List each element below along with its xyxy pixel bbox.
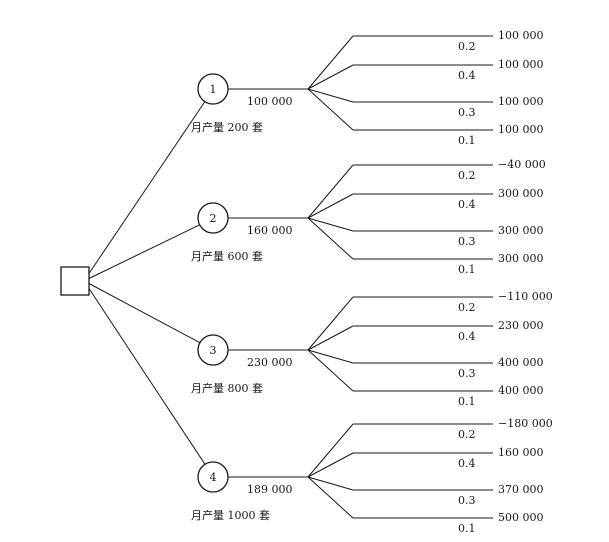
outcome-probability: 0.2 — [458, 428, 476, 441]
outcome-payoff: 100 000 — [498, 123, 544, 136]
outcome-payoff: 300 000 — [498, 224, 544, 237]
outcome-probability: 0.4 — [458, 69, 476, 82]
outcome-probability: 0.2 — [458, 169, 476, 182]
outcome-probability: 0.2 — [458, 301, 476, 314]
outcome-payoff: 300 000 — [498, 187, 544, 200]
outcome-branch-line — [307, 64, 354, 90]
chance-node-number: 3 — [210, 344, 217, 357]
decision-node-box — [60, 266, 90, 296]
outcome-branch-line — [307, 325, 354, 351]
expected-value-label: 230 000 — [247, 356, 293, 369]
outcome-payoff: 100 000 — [498, 95, 544, 108]
expected-value-label: 189 000 — [247, 483, 293, 496]
expected-value-label: 100 000 — [247, 95, 293, 108]
chance-node-number: 1 — [210, 83, 217, 96]
outcome-payoff: 160 000 — [498, 446, 544, 459]
outcome-payoff: 400 000 — [498, 384, 544, 397]
expected-value-label: 160 000 — [247, 224, 293, 237]
decision-edge — [88, 283, 201, 344]
option-label: 月产量 800 套 — [191, 381, 263, 395]
option-label: 月产量 200 套 — [191, 120, 263, 134]
decision-edge — [88, 101, 206, 274]
outcome-branch-line — [307, 35, 354, 90]
outcome-payoff: 370 000 — [498, 483, 544, 496]
outcome-payoff: 100 000 — [498, 58, 544, 71]
outcome-branch-line — [307, 217, 354, 260]
outcome-payoff: −110 000 — [498, 290, 553, 303]
outcome-probability: 0.3 — [458, 494, 476, 507]
decision-edge — [88, 288, 206, 465]
outcome-probability: 0.3 — [458, 367, 476, 380]
outcome-payoff: 300 000 — [498, 252, 544, 265]
outcome-payoff: −40 000 — [498, 158, 546, 171]
outcome-branch-line — [307, 296, 354, 351]
outcome-probability: 0.3 — [458, 106, 476, 119]
outcome-probability: 0.4 — [458, 330, 476, 343]
outcome-probability: 0.1 — [458, 134, 476, 147]
option-label: 月产量 1000 套 — [191, 508, 270, 522]
outcome-branch-line — [307, 193, 354, 219]
outcome-branch-line — [307, 349, 354, 392]
outcome-probability: 0.4 — [458, 198, 476, 211]
outcome-branch-line — [307, 164, 354, 219]
outcome-probability: 0.1 — [458, 522, 476, 535]
outcome-probability: 0.3 — [458, 235, 476, 248]
outcome-payoff: 100 000 — [498, 29, 544, 42]
outcome-payoff: 500 000 — [498, 511, 544, 524]
chance-node-number: 4 — [210, 471, 217, 484]
outcome-branch-line — [307, 349, 354, 364]
outcome-branch-line — [307, 476, 354, 519]
outcome-payoff: 230 000 — [498, 319, 544, 332]
outcome-branch-line — [307, 423, 354, 478]
outcome-branch-line — [307, 452, 354, 478]
outcome-payoff: −180 000 — [498, 417, 553, 430]
outcome-branch-line — [307, 88, 354, 103]
outcome-probability: 0.2 — [458, 40, 476, 53]
outcome-payoff: 400 000 — [498, 356, 544, 369]
outcome-branch-line — [307, 217, 354, 232]
outcome-probability: 0.1 — [458, 263, 476, 276]
outcome-probability: 0.1 — [458, 395, 476, 408]
chance-node-number: 2 — [210, 212, 217, 225]
outcome-probability: 0.4 — [458, 457, 476, 470]
option-label: 月产量 600 套 — [191, 249, 263, 263]
outcome-branch-line — [307, 476, 354, 491]
decision-edge — [88, 224, 200, 279]
outcome-branch-line — [307, 88, 354, 131]
